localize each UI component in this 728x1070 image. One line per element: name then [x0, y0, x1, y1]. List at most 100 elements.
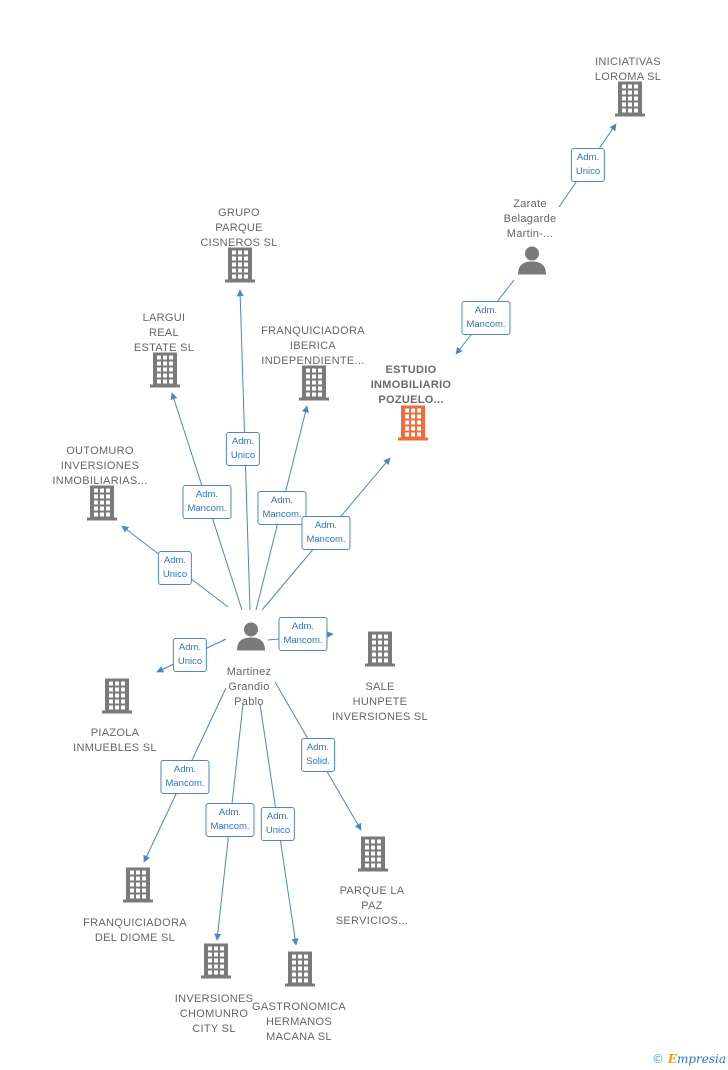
node-label-line: SALE	[365, 681, 395, 693]
node-label-line: Pablo	[234, 696, 264, 708]
relation-badge-line: Adm.	[314, 520, 338, 531]
person-icon[interactable]	[517, 245, 547, 280]
relation-badge-line: Adm.	[173, 764, 197, 775]
node-label-line: POZUELO...	[378, 394, 444, 406]
brand-name: mpresia	[676, 1052, 726, 1066]
building-icon[interactable]	[397, 405, 429, 446]
node-label[interactable]: ESTUDIO INMOBILIARIO POZUELO...	[371, 363, 452, 408]
building-icon[interactable]	[298, 365, 330, 406]
relation-badge-line: Unico	[177, 656, 203, 667]
relation-badge-line: Mancom.	[165, 778, 205, 789]
node-label-line: FRANQUICIADORA	[261, 325, 365, 337]
relation-badge-line: Mancom.	[262, 509, 302, 520]
building-icon[interactable]	[149, 352, 181, 393]
node-label[interactable]: OUTOMURO INVERSIONES INMOBILIARIAS...	[52, 444, 147, 489]
relation-badge-line: Mancom.	[466, 319, 506, 330]
node-label-line: INMUEBLES SL	[73, 742, 157, 754]
relation-badge[interactable]: Adm. Mancom.	[205, 803, 255, 837]
relation-badge-line: Unico	[575, 166, 601, 177]
node-label[interactable]: GASTRONOMICA HERMANOS MACANA SL	[252, 1000, 346, 1045]
person-icon[interactable]	[236, 621, 266, 656]
node-label-line: INVERSIONES SL	[332, 711, 428, 723]
relation-badge[interactable]: Adm. Solid.	[301, 738, 335, 772]
relation-badge[interactable]: Adm. Unico	[570, 148, 606, 182]
building-icon[interactable]	[200, 943, 232, 984]
node-label[interactable]: INVERSIONES CHOMUNRO CITY SL	[175, 992, 254, 1037]
node-label-line: INMOBILIARIAS...	[52, 475, 148, 487]
node-label-line: HERMANOS	[266, 1016, 332, 1028]
node-label-line: CISNEROS SL	[200, 237, 278, 249]
node-label-line: GASTRONOMICA	[251, 1001, 347, 1013]
node-label-line: Martinez	[226, 666, 272, 678]
node-label-line: Martin-...	[506, 228, 554, 240]
node-label-line: PARQUE	[215, 222, 263, 234]
node-label-line: IBERICA	[289, 340, 337, 352]
relation-badge-line: Adm.	[270, 495, 294, 506]
node-label[interactable]: GRUPO PARQUE CISNEROS SL	[200, 206, 277, 251]
relation-badge-line: Adm.	[218, 807, 242, 818]
node-label-line: ESTUDIO	[385, 364, 437, 376]
relation-badge-line: Mancom.	[187, 503, 227, 514]
node-label[interactable]: PIAZOLA INMUEBLES SL	[73, 726, 157, 756]
node-label-line: Belagarde	[503, 213, 557, 225]
relation-badge-line: Adm.	[306, 742, 330, 753]
relation-badge-line: Adm.	[576, 152, 600, 163]
building-icon[interactable]	[122, 867, 154, 908]
building-icon[interactable]	[101, 678, 133, 719]
copyright-symbol: ©	[651, 1052, 664, 1066]
node-label-line: OUTOMURO	[66, 445, 134, 457]
relation-badge[interactable]: Adm.Mancom.	[182, 485, 232, 519]
relation-badge-line: Mancom.	[210, 821, 250, 832]
relation-badge[interactable]: Adm.Unico	[225, 432, 261, 466]
node-label-line: REAL	[149, 327, 179, 339]
relation-badge-line: Solid.	[306, 756, 330, 767]
node-label-line: INDEPENDIENTE...	[261, 355, 365, 367]
relation-badge[interactable]: Adm.Unico	[157, 551, 193, 585]
relation-badge-line: Adm.	[266, 811, 290, 822]
node-label-line: PIAZOLA	[90, 727, 140, 739]
node-label-line: CHOMUNRO	[179, 1008, 249, 1020]
relation-badge[interactable]: Adm.Mancom.	[461, 301, 511, 335]
relation-badge-line: Unico	[230, 450, 256, 461]
building-icon[interactable]	[86, 485, 118, 526]
node-label-line: PAZ	[361, 900, 383, 912]
building-icon[interactable]	[364, 631, 396, 672]
node-label-line: INVERSIONES	[60, 460, 140, 472]
relation-badge-line: Mancom.	[283, 635, 323, 646]
node-label-line: INVERSIONES	[174, 993, 254, 1005]
building-icon[interactable]	[224, 247, 256, 288]
node-label-line: Zarate	[513, 198, 547, 210]
relation-badge[interactable]: Adm. Mancom.	[278, 617, 328, 651]
relation-badge-line: Unico	[265, 825, 291, 836]
building-icon[interactable]	[357, 836, 389, 877]
node-label-line: FRANQUICIADORA	[83, 917, 187, 929]
relation-badge[interactable]: Adm. Unico	[260, 807, 296, 841]
node-label[interactable]: FRANQUICIADORA IBERICA INDEPENDIENTE...	[261, 324, 365, 369]
node-label-line: INMOBILIARIO	[370, 379, 452, 391]
node-label-line: MACANA SL	[266, 1031, 332, 1043]
building-icon[interactable]	[614, 81, 646, 122]
relation-badge[interactable]: Adm. Mancom.	[301, 516, 351, 550]
node-label-line: LOROMA SL	[594, 71, 662, 83]
node-label-line: Grandio	[228, 681, 270, 693]
relation-badge-line: Mancom.	[306, 534, 346, 545]
node-label-line: SERVICIOS...	[335, 915, 409, 927]
relation-badge[interactable]: Adm. Mancom.	[160, 760, 210, 794]
node-label-line: CITY SL	[192, 1023, 236, 1035]
relation-badge-line: Adm.	[178, 642, 202, 653]
node-label[interactable]: LARGUI REAL ESTATE SL	[134, 311, 194, 356]
relation-badge[interactable]: Adm. Unico	[172, 638, 208, 672]
node-label-line: GRUPO	[218, 207, 260, 219]
building-icon[interactable]	[284, 951, 316, 992]
relation-badge-line: Adm.	[291, 621, 315, 632]
relation-badge[interactable]: Adm. Mancom.	[257, 491, 307, 525]
node-label-line: ESTATE SL	[133, 342, 195, 354]
node-label-line: LARGUI	[142, 312, 186, 324]
